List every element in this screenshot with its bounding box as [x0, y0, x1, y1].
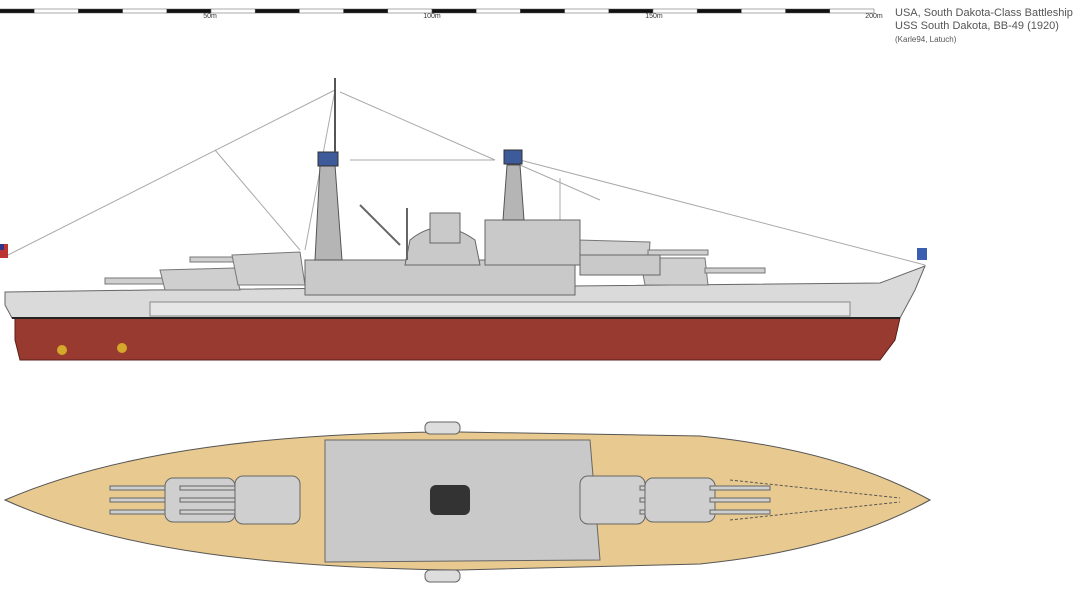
title-block: USA, South Dakota-Class Battleship USS S…: [895, 7, 1073, 46]
funnel-top: [430, 485, 470, 515]
side-superstructure: [304, 212, 661, 296]
top-turrets: [109, 475, 771, 525]
armor-belt: [149, 301, 851, 317]
scale-bar: 50m 100m 150m 200m: [0, 0, 900, 30]
propeller: [57, 345, 67, 355]
bow-jack: [917, 248, 927, 260]
hull-below-waterline: [14, 317, 901, 361]
boat: [424, 569, 461, 583]
title-class: USA, South Dakota-Class Battleship: [895, 7, 1073, 19]
rigging: [7, 89, 926, 266]
stern-flag: [0, 244, 8, 258]
scale-label-150m: 150m: [645, 13, 663, 20]
scale-bar-segments: [0, 8, 875, 14]
scale-segment: [829, 8, 875, 14]
propeller: [117, 343, 127, 353]
scale-label-200m: 200m: [865, 13, 883, 20]
boat-crane: [359, 204, 408, 260]
cage-mast-fore: [314, 78, 343, 261]
top-plan: [3, 421, 932, 583]
scale-label-100m: 100m: [423, 13, 441, 20]
title-ship: USS South Dakota, BB-49 (1920): [895, 20, 1059, 32]
side-profile: [0, 78, 927, 361]
cage-mast-main: [502, 149, 525, 221]
title-credits: (Karle94, Latuch): [895, 35, 957, 44]
anchor-chains: [729, 479, 901, 521]
scale-label-50m: 50m: [203, 13, 217, 20]
boat: [424, 421, 461, 435]
